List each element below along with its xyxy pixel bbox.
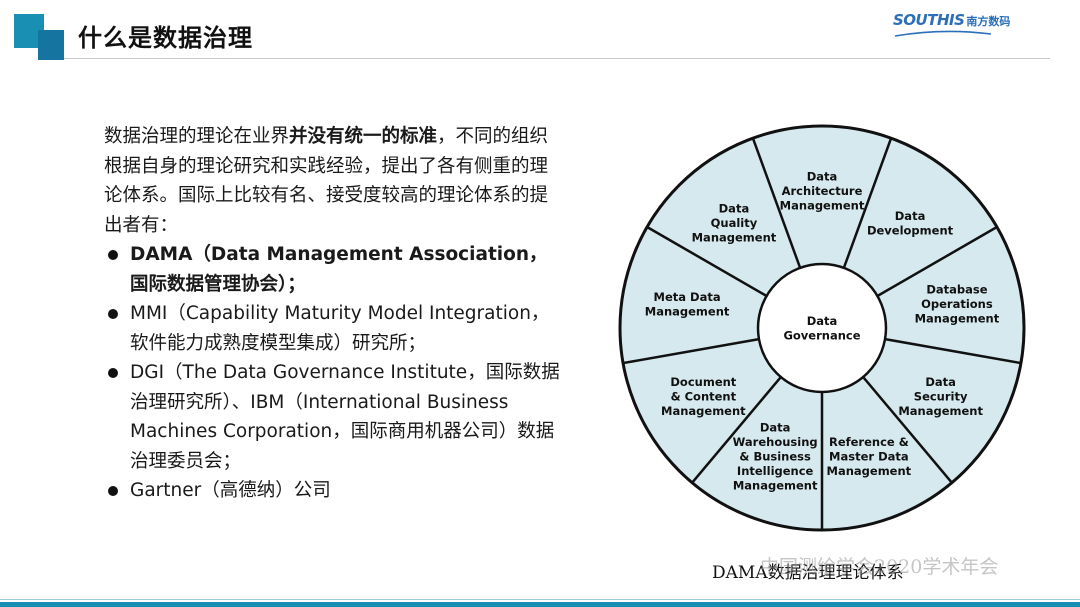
body-text: 数据治理的理论在业界并没有统一的标准，不同的组织根据自身的理论研究和实践经验，提… [104, 122, 564, 506]
wheel-divider [751, 137, 802, 269]
watermark: 中国测绘学会2020学术年会 [760, 556, 999, 578]
list-item: MMI（Capability Maturity Model Integratio… [104, 299, 564, 358]
diagram-caption: DAMA数据治理理论体系 [712, 563, 904, 583]
list-item: DAMA（Data Management Association，国际数据管理协… [104, 240, 564, 299]
wheel-divider [884, 337, 1022, 365]
wheel-divider [691, 376, 782, 484]
intro-paragraph: 数据治理的理论在业界并没有统一的标准，不同的组织根据自身的理论研究和实践经验，提… [104, 126, 549, 236]
proposer-list: DAMA（Data Management Association，国际数据管理协… [104, 240, 564, 506]
logo-text-en: SOUTHIS [893, 11, 965, 29]
footer-divider [0, 599, 1080, 600]
intro-emphasis: 并没有统一的标准 [289, 126, 438, 147]
page-title: 什么是数据治理 [78, 24, 253, 52]
footer-bar [0, 602, 1080, 607]
logo-swoosh-icon [894, 30, 992, 37]
wheel-center-circle [756, 262, 888, 394]
list-item: DGI（The Data Governance Institute，国际数据治理… [104, 358, 564, 476]
list-item: Gartner（高德纳）公司 [104, 476, 564, 506]
wheel-divider [622, 337, 760, 365]
header-decoration-square-2 [38, 30, 64, 60]
wheel-divider [876, 225, 998, 298]
wheel-divider [842, 137, 893, 269]
logo-text-cn: 南方数码 [966, 15, 1011, 28]
wheel-divider [862, 376, 953, 484]
wheel-divider [646, 225, 768, 298]
header-divider [64, 58, 1050, 59]
